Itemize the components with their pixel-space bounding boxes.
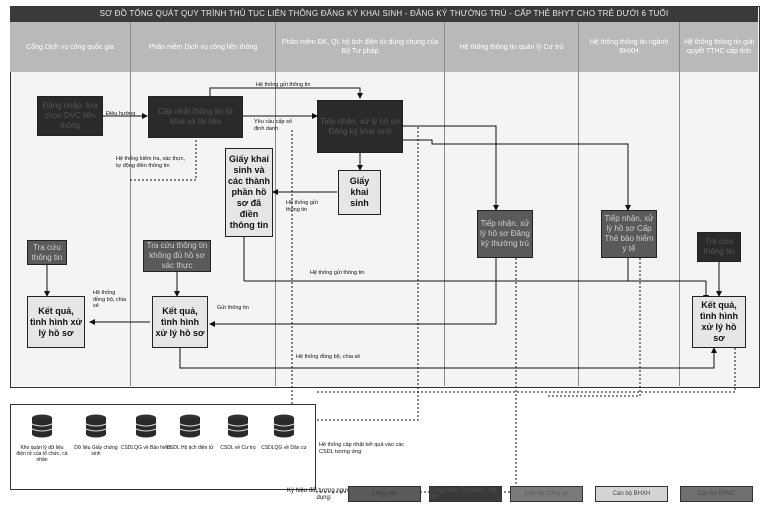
label-sync-share-bottom: Hệ thống đồng bộ, chia sẻ (296, 354, 361, 360)
lane-header-civil: Phần mềm ĐK, QL hộ tịch điện tử dùng chu… (276, 22, 444, 72)
database-label: CSDLQG về Dân cư (261, 445, 307, 451)
database-icon (179, 414, 201, 438)
legend-item-police-officer: Cán bộ Công an (510, 486, 583, 502)
database-item: Kho quản lý dữ liệu điện tử của tổ chức,… (16, 414, 68, 463)
database-label: Kho quản lý dữ liệu điện tử của tổ chức,… (16, 445, 68, 463)
label-request-id: Yêu cầu cấp số định danh (254, 119, 292, 132)
box-birth-components: Giấy khai sinh và các thành phần hồ sơ đ… (225, 148, 273, 237)
legend-item-insurance-officer: Cán bộ BHXH (595, 486, 668, 502)
legend-item-label: Cán bộ BHXH (612, 491, 651, 497)
database-item: CSDLQG về Dân cư (258, 414, 310, 451)
box-update-info: Cập nhật thông tin tờ khai và tài liệu (148, 96, 243, 138)
database-item: CSDLQG về Bảo hiểm (120, 414, 172, 451)
box-receive-insurance: Tiếp nhận, xử lý hồ sơ Cấp Thẻ bảo hiểm … (601, 210, 657, 258)
lane-divider (275, 22, 276, 386)
box-result-connect: Kết quả, tình hình xử lý hồ sơ (152, 296, 208, 348)
legend-title: Ký hiệu đối tượng người sử dụng: (287, 488, 361, 501)
label-update-results: Hệ thống cập nhật kết quả vào các CSDL t… (319, 442, 405, 455)
database-item: CSDL về Cư trú (212, 414, 264, 451)
legend-item-civil-officer: Công chức Tư pháp - Hộ tịch (429, 486, 502, 502)
database-icon (31, 414, 53, 438)
legend-item-citizen: Công dân (348, 486, 421, 502)
box-receive-civil: Tiếp nhận, xử lý hồ sơ Đăng ký khai sinh (317, 100, 403, 153)
label-redirect: Điều hướng (106, 111, 136, 117)
lane-divider (444, 22, 445, 386)
database-icon (85, 414, 107, 438)
database-icon (135, 414, 157, 438)
legend-item-label: Cán bộ BPMC (697, 491, 736, 497)
box-birth-certificate: Giấy khai sinh (338, 170, 381, 215)
box-lookup-province: Tra cứu thông tin (697, 232, 741, 262)
lane-header-residence: Hệ thống thông tin quản lý Cư trú (445, 22, 578, 72)
database-label: CSDLQG về Bảo hiểm (120, 445, 172, 451)
lane-header-portal: Cổng Dịch vụ công quốc gia (10, 22, 130, 72)
label-system-send-birth: Hệ thống gửi thông tin (286, 200, 318, 213)
lane-header-province: Hệ thống thông tin giải quyết TTHC cấp t… (680, 22, 758, 72)
lane-header-insurance: Hệ thống thông tin ngành BHXH (579, 22, 679, 72)
lane-header-connect: Phần mềm Dịch vụ công liên thông (131, 22, 275, 72)
database-icon (227, 414, 249, 438)
box-receive-residence: Tiếp nhận, xử lý hồ sơ Đăng ký thường tr… (477, 210, 533, 258)
database-panel (10, 404, 316, 490)
box-lookup-portal: Tra cứu thông tin (27, 240, 67, 265)
box-lookup-unverified: Tra cứu thông tin không đủ hồ sơ xác thự… (143, 240, 211, 272)
label-sync-share-left: Hệ thống đồng bộ, chia sẻ (93, 290, 127, 309)
database-label: Dữ liệu Giấy chứng sinh (74, 445, 118, 457)
label-system-check: Hệ thống kiểm tra, xác thực, tự động điề… (116, 156, 186, 169)
label-system-send-mid: Hệ thống gửi thông tin (310, 270, 365, 276)
box-result-portal: Kết quả, tình hình xử lý hồ sơ (27, 296, 85, 348)
label-send-info: Gửi thông tin (217, 305, 249, 311)
database-item: Dữ liệu Giấy chứng sinh (70, 414, 122, 457)
lane-divider (578, 22, 579, 386)
legend-item-onestop-officer: Cán bộ BPMC (680, 486, 753, 502)
database-item: CSDL Hộ tịch điện tử (164, 414, 216, 451)
database-icon (273, 414, 295, 438)
diagram-title: SƠ ĐỒ TỔNG QUÁT QUY TRÌNH THỦ TỤC LIÊN T… (10, 6, 758, 22)
legend-item-label: Công chức Tư pháp - Hộ tịch (430, 488, 497, 500)
box-result-province: Kết quả, tình hình xử lý hồ sơ (692, 296, 746, 348)
legend-item-label: Cán bộ Công an (524, 491, 569, 497)
label-system-send-top: Hệ thống gửi thông tin (256, 82, 311, 88)
legend-item-label: Công dân (371, 491, 398, 497)
box-login: Đăng nhập, lựa chọn DVC liên thông (37, 96, 103, 136)
database-label: CSDL về Cư trú (220, 445, 256, 451)
lane-divider (130, 22, 131, 386)
lane-divider (679, 22, 680, 386)
database-label: CSDL Hộ tịch điện tử (166, 445, 214, 451)
